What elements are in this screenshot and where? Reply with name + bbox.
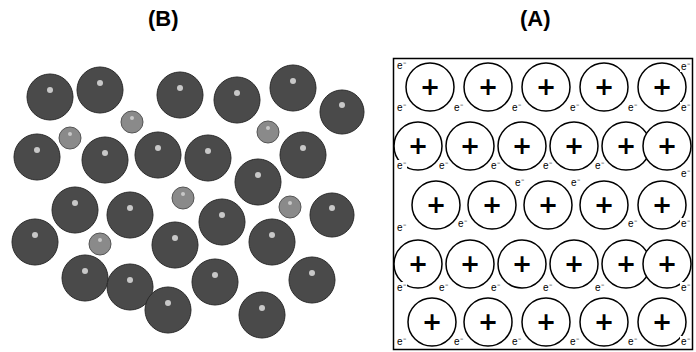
electron-label: e⁻ [570,177,581,188]
positive-charge: + [579,180,629,230]
cation-circle: + [407,297,457,347]
cation-circle: + [521,297,571,347]
electron-label: e⁻ [438,160,449,171]
cation-circle: + [411,180,461,230]
electron-label: e⁻ [396,336,407,347]
positive-charge: + [642,121,692,171]
positive-charge: + [523,180,573,230]
electron-label: e⁻ [680,218,691,229]
electron-label: e⁻ [490,160,501,171]
positive-charge: + [521,297,571,347]
positive-charge: + [467,180,517,230]
positive-charge: + [579,62,629,112]
electron-label: e⁻ [490,282,501,293]
electron-label: e⁻ [680,336,691,347]
electron-label: e⁻ [627,218,638,229]
positive-charge: + [549,239,599,289]
cation-circle: + [579,180,629,230]
electron-label: e⁻ [396,160,407,171]
electron-label: e⁻ [569,336,580,347]
electron-label: e⁻ [453,102,464,113]
positive-charge: + [405,62,455,112]
cation-circle: + [405,62,455,112]
electron-label: e⁻ [457,218,468,229]
electron-label: e⁻ [396,282,407,293]
positive-charge: + [579,297,629,347]
electron-label: e⁻ [680,168,691,179]
electron-label: e⁻ [594,282,605,293]
positive-charge: + [463,62,513,112]
electron-label: e⁻ [680,102,691,113]
cation-circle: + [497,121,547,171]
electron-label: e⁻ [542,282,553,293]
electron-label: e⁻ [511,336,522,347]
cation-circle: + [445,121,495,171]
electron-label: e⁻ [627,102,638,113]
cation-circle: + [523,180,573,230]
cation-circle: + [579,297,629,347]
positive-charge: + [411,180,461,230]
positive-charge: + [497,239,547,289]
positive-charge: + [521,62,571,112]
electron-label: e⁻ [569,102,580,113]
panel-label: (B) [148,6,179,32]
cation-circle: + [642,121,692,171]
electron-label: e⁻ [594,160,605,171]
cation-circle: + [521,62,571,112]
electron-label: e⁻ [680,282,691,293]
electron-label: e⁻ [542,160,553,171]
positive-charge: + [497,121,547,171]
cation-circle: + [579,62,629,112]
positive-charge: + [445,239,495,289]
electron-label: e⁻ [680,61,691,72]
cation-circle: + [467,180,517,230]
cation-circle: + [463,62,513,112]
electron-label: e⁻ [511,102,522,113]
cation-circle: + [549,239,599,289]
positive-charge: + [407,297,457,347]
positive-charge: + [463,297,513,347]
positive-charge: + [549,121,599,171]
cation-circle: + [549,121,599,171]
electron-label: e⁻ [438,282,449,293]
cation-circle: + [497,239,547,289]
electron-label: e⁻ [396,60,407,71]
electron-label: e⁻ [627,336,638,347]
cation-circle: + [463,297,513,347]
panel-label: (A) [520,6,551,32]
electron-label: e⁻ [453,336,464,347]
cation-circle: + [445,239,495,289]
electron-label: e⁻ [396,222,407,233]
positive-charge: + [445,121,495,171]
electron-label: e⁻ [514,177,525,188]
electron-label: e⁻ [396,102,407,113]
